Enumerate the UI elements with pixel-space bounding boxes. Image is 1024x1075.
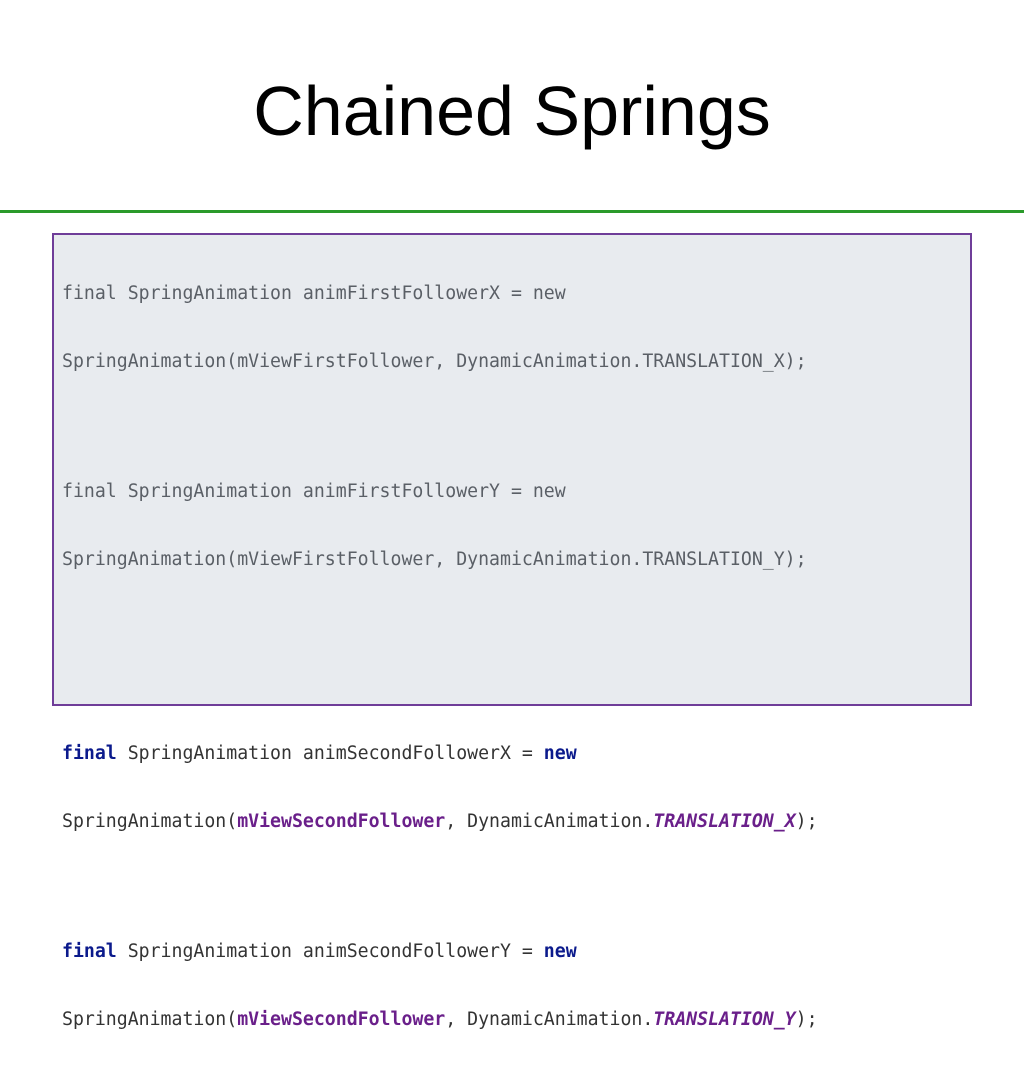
code-line-6: SpringAnimation(mViewSecondFollower, Dyn…: [62, 809, 818, 835]
field-view-second-follower: mViewSecondFollower: [237, 1009, 446, 1030]
slide-title: Chained Springs: [253, 72, 771, 150]
constructor-call: SpringAnimation(: [62, 811, 238, 832]
code-line-3: final SpringAnimation animFirstFollowerY…: [62, 481, 566, 502]
constant-translation-x: TRANSLATION_X: [653, 811, 796, 832]
code-line-4: SpringAnimation(mViewFirstFollower, Dyna…: [62, 549, 807, 570]
statement-end: );: [795, 811, 818, 832]
code-line-7: final SpringAnimation animSecondFollower…: [62, 939, 818, 965]
code-listing: final SpringAnimation animFirstFollowerX…: [62, 239, 818, 1075]
code-line-8: SpringAnimation(mViewSecondFollower, Dyn…: [62, 1007, 818, 1033]
code-line-2: SpringAnimation(mViewFirstFollower, Dyna…: [62, 351, 807, 372]
constant-translation-y: TRANSLATION_Y: [653, 1009, 796, 1030]
code-line-5: final SpringAnimation animSecondFollower…: [62, 741, 818, 767]
property-prefix: , DynamicAnimation.: [445, 811, 654, 832]
title-divider: [0, 210, 1024, 213]
property-prefix: , DynamicAnimation.: [445, 1009, 654, 1030]
declaration-y: SpringAnimation animSecondFollowerY =: [116, 941, 544, 962]
code-blank-line: [62, 615, 818, 678]
keyword-final: final: [62, 941, 117, 962]
constructor-call: SpringAnimation(: [62, 1009, 238, 1030]
code-line-1: final SpringAnimation animFirstFollowerX…: [62, 283, 566, 304]
code-blank-line: [62, 877, 818, 897]
code-blank-line: [62, 417, 818, 437]
statement-end: );: [795, 1009, 818, 1030]
declaration-x: SpringAnimation animSecondFollowerX =: [116, 743, 544, 764]
field-view-second-follower: mViewSecondFollower: [237, 811, 446, 832]
code-block: final SpringAnimation animFirstFollowerX…: [52, 233, 972, 1030]
keyword-final: final: [62, 743, 117, 764]
keyword-new: new: [543, 941, 577, 962]
keyword-new: new: [543, 743, 577, 764]
